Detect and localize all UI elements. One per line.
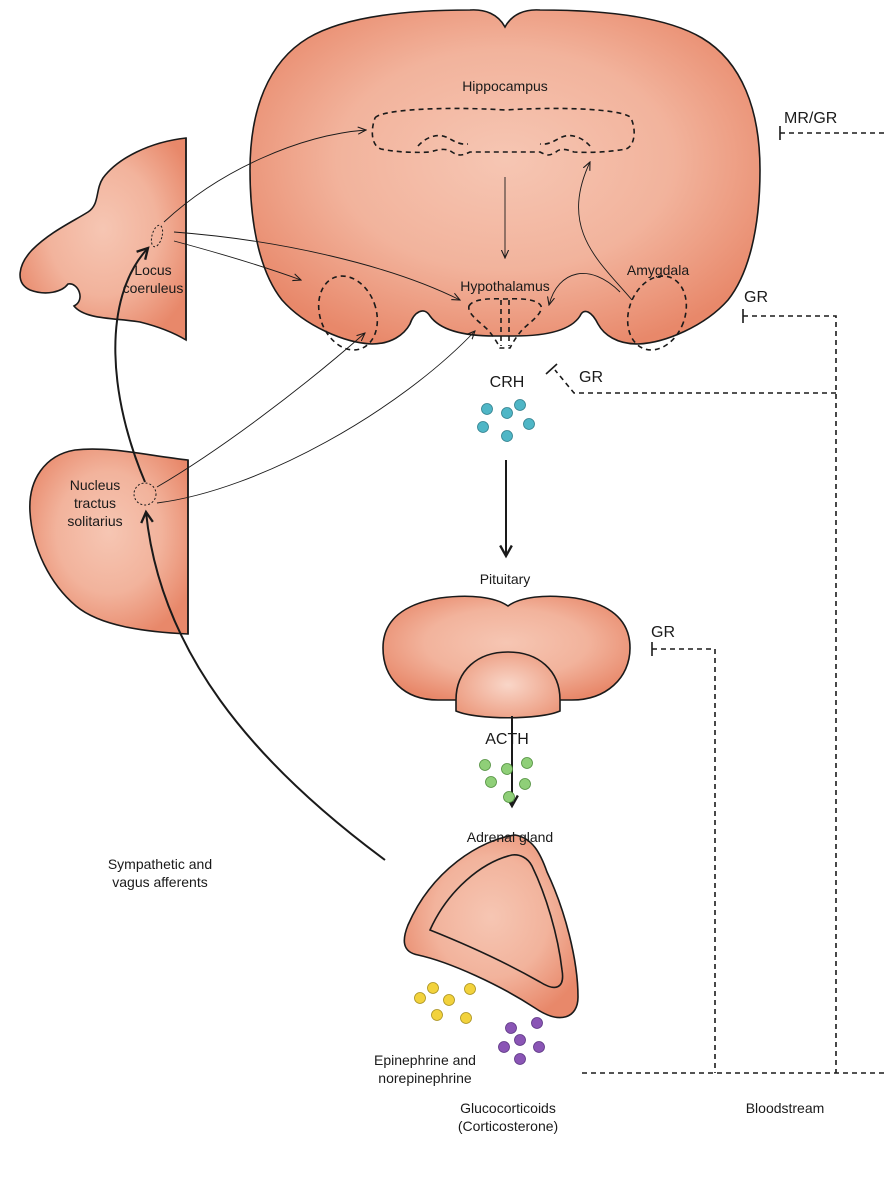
catecholamine-molecule	[432, 1010, 443, 1021]
crh-molecule	[478, 422, 489, 433]
crh-molecule	[502, 408, 513, 419]
label-hypothalamus: Hypothalamus	[460, 278, 550, 294]
label-receptor-hypothalamus: GR	[579, 369, 603, 386]
inhibition-bar-hypothalamus	[546, 364, 557, 374]
label-glucocorticoids-line1: Glucocorticoids	[460, 1100, 556, 1116]
label-glucocorticoids-line2: (Corticosterone)	[458, 1118, 558, 1134]
label-receptor-hippocampus: MR/GR	[784, 110, 837, 127]
catecholamine-molecule	[465, 984, 476, 995]
glucocorticoid-molecule	[506, 1023, 517, 1034]
glucocorticoid-molecule	[534, 1042, 545, 1053]
glucocorticoid-molecule	[515, 1035, 526, 1046]
glucocorticoid-molecule	[532, 1018, 543, 1029]
catecholamine-molecules	[415, 983, 476, 1024]
label-pituitary: Pituitary	[480, 571, 531, 587]
label-catecholamines-line1: Epinephrine and	[374, 1052, 476, 1068]
crh-molecule	[482, 404, 493, 415]
acth-molecule	[504, 792, 515, 803]
crh-molecule	[502, 431, 513, 442]
label-adrenal-gland: Adrenal gland	[467, 829, 553, 845]
label-catecholamines-line2: norepinephrine	[378, 1070, 472, 1086]
label-afferents-line1: Sympathetic and	[108, 856, 212, 872]
crh-molecule	[524, 419, 535, 430]
pituitary-gland	[383, 596, 630, 717]
label-receptor-amygdala: GR	[744, 289, 768, 306]
glucocorticoid-molecule	[515, 1054, 526, 1065]
label-acth: ACTH	[485, 731, 529, 748]
label-crh: CRH	[490, 374, 525, 391]
brainstem-pons	[20, 138, 186, 340]
label-bloodstream: Bloodstream	[746, 1100, 825, 1116]
catecholamine-molecule	[461, 1013, 472, 1024]
feedback-line-pituitary	[652, 649, 715, 1073]
catecholamine-molecule	[415, 993, 426, 1004]
glucocorticoid-molecules	[499, 1018, 545, 1065]
acth-molecule	[486, 777, 497, 788]
feedback-line-amygdala	[743, 316, 836, 1073]
label-amygdala: Amygdala	[627, 262, 689, 278]
crh-molecules	[478, 400, 535, 442]
label-afferents-line2: vagus afferents	[112, 874, 207, 890]
label-nts-line3: solitarius	[67, 513, 122, 529]
crh-molecule	[515, 400, 526, 411]
acth-molecule	[502, 764, 513, 775]
acth-molecule	[520, 779, 531, 790]
catecholamine-molecule	[428, 983, 439, 994]
catecholamine-molecule	[444, 995, 455, 1006]
glucocorticoid-molecule	[499, 1042, 510, 1053]
label-receptor-pituitary: GR	[651, 624, 675, 641]
acth-molecules	[480, 758, 533, 803]
arrow-nts-to-hypothalamus	[157, 331, 475, 503]
label-hippocampus: Hippocampus	[462, 78, 548, 94]
acth-molecule	[480, 760, 491, 771]
acth-molecule	[522, 758, 533, 769]
label-locus-coeruleus-line2: coeruleus	[123, 280, 184, 296]
label-nts-line2: tractus	[74, 495, 116, 511]
label-locus-coeruleus-line1: Locus	[134, 262, 171, 278]
label-nts-line1: Nucleus	[70, 477, 121, 493]
